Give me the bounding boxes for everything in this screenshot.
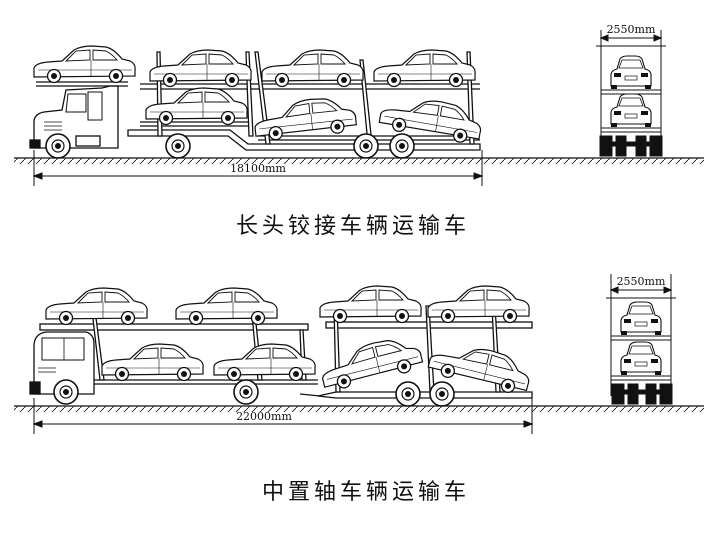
top-rear-view — [556, 30, 704, 164]
top-wheels — [45, 133, 415, 159]
caption-top: 长头铰接车辆运输车 — [236, 214, 471, 239]
length-label-bottom: 22000mm — [236, 410, 292, 423]
truck-cab — [29, 331, 95, 395]
width-label-top: 2550mm — [607, 23, 656, 36]
length-dimension-top — [32, 150, 484, 186]
tractor-cab — [29, 81, 128, 149]
length-dimension-bottom — [32, 398, 534, 434]
caption-bottom: 中置轴车辆运输车 — [262, 480, 471, 505]
width-label-bottom: 2550mm — [617, 275, 666, 288]
bottom-side-view — [14, 285, 704, 434]
top-side-view — [14, 45, 556, 186]
bottom-rear-view — [606, 274, 676, 405]
length-label-top: 18100mm — [230, 162, 286, 175]
bottom-wheels — [53, 379, 455, 407]
